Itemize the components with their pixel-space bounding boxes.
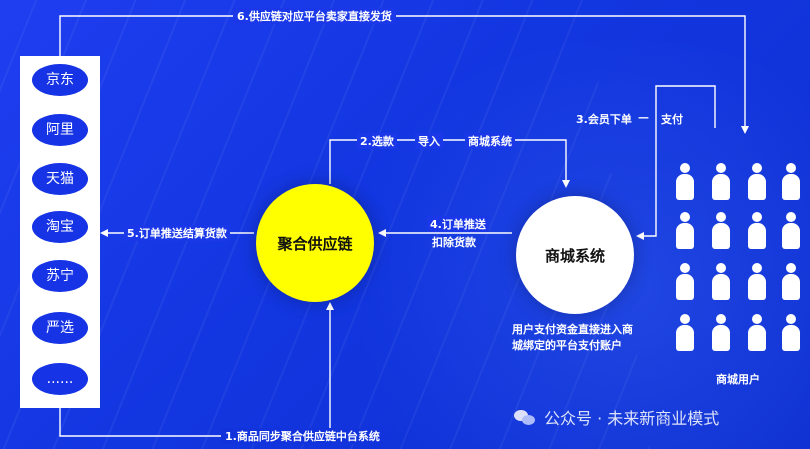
platform-suning: 苏宁 <box>32 260 88 292</box>
platform-taobao: 淘宝 <box>32 211 88 243</box>
platform-list-panel: 京东 阿里 天猫 淘宝 苏宁 严选 ...... <box>20 56 100 408</box>
flow-6-label: 6.供应链对应平台卖家直接发货 <box>233 8 396 24</box>
user-icon <box>710 263 732 301</box>
flow-1-label: 1.商品同步聚合供应链中台系统 <box>221 428 384 444</box>
watermark: 公众号 · 未来新商业模式 <box>514 404 719 430</box>
user-icon <box>674 263 696 301</box>
payment-note-line1: 用户支付资金直接进入商 <box>512 323 633 336</box>
user-icon <box>780 263 802 301</box>
user-icon <box>674 163 696 201</box>
user-icon <box>746 212 768 250</box>
user-icon <box>710 212 732 250</box>
mall-system-node: 商城系统 <box>516 196 634 314</box>
flow-2-import-label: 导入 <box>415 133 443 149</box>
flow-1-line <box>59 302 334 437</box>
flow-4-label-line2: 扣除货款 <box>432 236 476 249</box>
flow-3-line <box>636 85 716 240</box>
user-icon <box>710 314 732 352</box>
platform-tmall: 天猫 <box>32 163 88 195</box>
flow-2-label: 2.选款 <box>357 133 397 149</box>
flow-2-line <box>329 139 570 188</box>
flow-6-line <box>59 15 749 134</box>
aggregated-supply-chain-node: 聚合供应链 <box>256 184 374 302</box>
user-icon <box>674 314 696 352</box>
users-label: 商城用户 <box>716 373 760 386</box>
platform-more: ...... <box>32 363 88 395</box>
flow-5-label: 5.订单推送结算货款 <box>124 225 230 241</box>
user-icon <box>780 163 802 201</box>
flow-4-label-line1: 4.订单推送 <box>427 216 489 232</box>
watermark-text: 公众号 · 未来新商业模式 <box>544 409 720 428</box>
platform-jd: 京东 <box>32 64 88 96</box>
user-icon <box>746 263 768 301</box>
flow-2-target-label: 商城系统 <box>465 133 515 149</box>
user-icon <box>746 163 768 201</box>
flow-3-dash: — <box>638 111 649 124</box>
flow-3-label: 3.会员下单 <box>576 113 632 126</box>
user-icon <box>674 212 696 250</box>
user-icon <box>780 314 802 352</box>
payment-note-line2: 城绑定的平台支付账户 <box>512 339 622 352</box>
wechat-icon <box>514 408 536 426</box>
platform-yanxuan: 严选 <box>32 312 88 344</box>
platform-ali: 阿里 <box>32 114 88 146</box>
flow-3-pay-label: 支付 <box>661 113 683 126</box>
user-icon <box>780 212 802 250</box>
user-icon <box>746 314 768 352</box>
user-icon <box>710 163 732 201</box>
